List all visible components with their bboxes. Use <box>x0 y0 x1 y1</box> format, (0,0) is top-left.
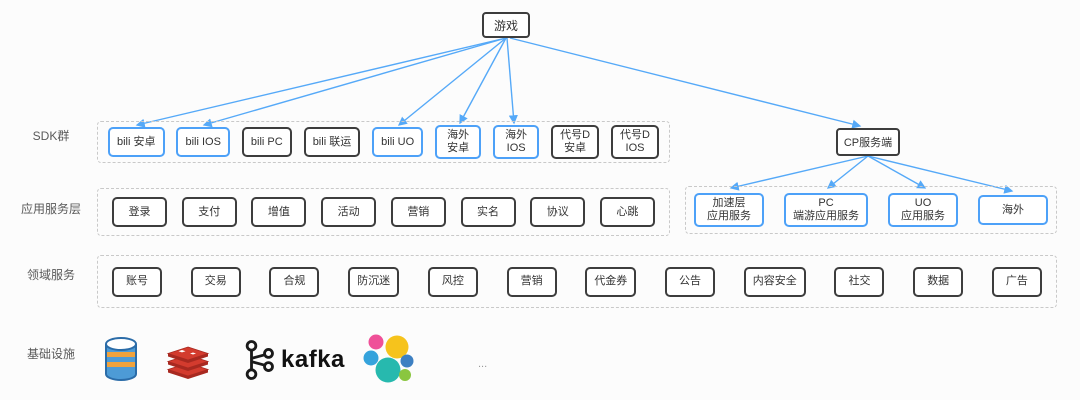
sdk-node: bili IOS <box>176 127 230 157</box>
app-service-node: 增值 <box>251 197 307 227</box>
domain-service-node: 内容安全 <box>743 266 806 297</box>
cp-server-node: CP服务端 <box>836 128 900 156</box>
app-service-container: 登录支付增值活动营销实名协议心跳 <box>97 188 670 236</box>
layer-label-infra: 基础设施 <box>26 347 75 361</box>
sdk-node: 海外 安卓 <box>435 125 482 159</box>
elasticsearch-icon <box>362 333 414 390</box>
sdk-node: 代号D 安卓 <box>551 125 600 159</box>
domain-service-node: 社交 <box>834 266 885 297</box>
domain-service-node: 防沉迷 <box>348 266 400 297</box>
root-node-game: 游戏 <box>482 12 530 38</box>
domain-service-node: 代金券 <box>585 266 637 297</box>
cp-app-service-node: PC 端游应用服务 <box>784 193 868 227</box>
kafka-label: kafka <box>281 346 345 373</box>
domain-service-node: 合规 <box>269 266 320 297</box>
app-service-node: 实名 <box>460 197 516 227</box>
cp-app-service-node: UO 应用服务 <box>888 193 958 227</box>
sdk-node: bili 联运 <box>303 127 361 157</box>
layer-label-app: 应用服务层 <box>20 202 81 216</box>
domain-service-node: 广告 <box>991 266 1042 297</box>
sdk-group-container: bili 安卓 bili IOS bili PC bili 联运 bili UO 海外 安… <box>97 121 670 163</box>
kafka-icon: kafka <box>243 337 345 383</box>
cp-app-service-node: 海外 <box>978 195 1048 225</box>
app-service-node: 活动 <box>321 197 377 227</box>
domain-service-container: 账号交易合规防沉迷风控营销代金券公告内容安全社交数据广告 <box>97 255 1057 308</box>
cp-app-service-node: 加速层 应用服务 <box>694 193 764 227</box>
app-service-node: 心跳 <box>599 197 655 227</box>
app-service-node: 登录 <box>112 197 167 227</box>
sdk-node: bili PC <box>241 127 292 157</box>
domain-service-node: 账号 <box>112 266 162 297</box>
layer-label-sdk: SDK群 <box>32 129 70 143</box>
database-icon <box>103 336 139 387</box>
domain-service-node: 风控 <box>427 266 478 297</box>
sdk-node: bili UO <box>372 127 424 157</box>
domain-service-node: 营销 <box>506 266 557 297</box>
sdk-node: bili 安卓 <box>108 127 165 157</box>
domain-service-node: 公告 <box>665 266 716 297</box>
app-service-node: 营销 <box>390 197 446 227</box>
infra-more-label: ... <box>478 358 488 370</box>
redis-icon <box>166 341 210 386</box>
layer-label-domain: 领域服务 <box>26 268 75 282</box>
app-service-node: 协议 <box>530 197 586 227</box>
cp-app-service-container: 加速层 应用服务 PC 端游应用服务 UO 应用服务海外 <box>685 186 1057 234</box>
sdk-node: 代号D IOS <box>611 125 659 159</box>
app-service-node: 支付 <box>181 197 237 227</box>
domain-service-node: 交易 <box>190 266 241 297</box>
sdk-node: 海外 IOS <box>493 125 540 159</box>
domain-service-node: 数据 <box>913 266 964 297</box>
